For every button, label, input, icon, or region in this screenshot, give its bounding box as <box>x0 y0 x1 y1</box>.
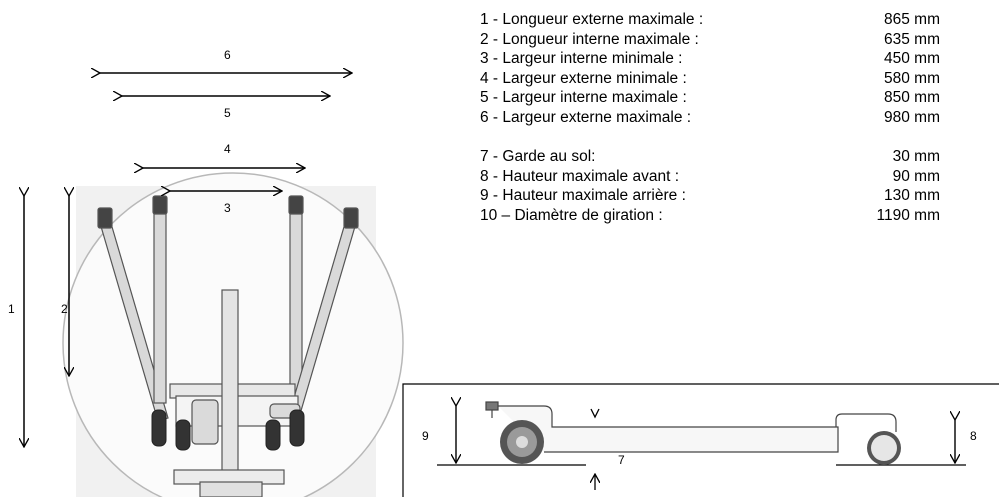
spec-row: 3 - Largeur interne minimale : 450 mm <box>480 49 950 69</box>
spec-label: 7 - Garde au sol: <box>480 148 596 165</box>
spec-row: 5 - Largeur interne maximale : 850 mm <box>480 88 950 108</box>
spec-value: 850 mm <box>884 89 940 106</box>
spec-label: 8 - Hauteur maximale avant : <box>480 167 680 185</box>
spec-label: 1 - Longueur externe maximale : <box>480 11 704 28</box>
spec-value: 980 mm <box>884 108 940 126</box>
spec-row: 9 - Hauteur maximale arrière : 130 mm <box>480 186 950 206</box>
side-view-frame <box>402 383 999 497</box>
spec-value: 30 mm <box>892 148 940 165</box>
spec-row: 2 - Longueur interne maximale : 635 mm <box>480 30 950 50</box>
dim-3-label: 3 <box>224 201 231 215</box>
rear-wheel <box>500 420 544 464</box>
side-view-base <box>485 401 897 453</box>
spec-row: 6 - Largeur externe maximale : 980 mm <box>480 108 950 128</box>
spec-value: 1190 mm <box>876 206 940 224</box>
dim-6-label: 6 <box>224 48 231 62</box>
spec-label: 6 - Largeur externe maximale : <box>480 108 692 126</box>
dim-5-label: 5 <box>224 106 231 120</box>
dim-9-label: 9 <box>422 429 429 443</box>
dim-1-label: 1 <box>8 302 15 316</box>
spec-label: 9 - Hauteur maximale arrière : <box>480 187 686 204</box>
spec-value: 90 mm <box>892 167 940 185</box>
spec-row: 4 - Largeur externe minimale : 580 mm <box>480 69 950 89</box>
spec-value: 130 mm <box>884 187 940 204</box>
spec-value: 865 mm <box>884 11 940 28</box>
dim-7-arrow-top <box>590 408 600 419</box>
side-view-diagram: 9 8 7 <box>402 383 999 497</box>
spec-row: 1 - Longueur externe maximale : 865 mm <box>480 10 950 30</box>
spec-row: 8 - Hauteur maximale avant : 90 mm <box>480 167 950 187</box>
dim-7-label: 7 <box>618 453 625 467</box>
spec-label: 4 - Largeur externe minimale : <box>480 69 687 87</box>
spec-label: 10 – Diamètre de giration : <box>480 206 663 224</box>
spec-label: 5 - Largeur interne maximale : <box>480 89 687 106</box>
dim-8-label: 8 <box>970 429 977 443</box>
spec-value: 450 mm <box>884 50 940 67</box>
spec-label: 3 - Largeur interne minimale : <box>480 50 683 67</box>
dim-2-label: 2 <box>61 302 68 316</box>
spec-value: 635 mm <box>884 30 940 48</box>
dim-4-label: 4 <box>224 142 231 156</box>
spec-row: 10 – Diamètre de giration : 1190 mm <box>480 206 950 226</box>
front-wheel <box>867 431 901 465</box>
clearance-spec-group: 7 - Garde au sol: 30 mm 8 - Hauteur maxi… <box>480 147 950 225</box>
spec-label: 2 - Longueur interne maximale : <box>480 30 699 48</box>
spec-row: 7 - Garde au sol: 30 mm <box>480 147 950 167</box>
lift-casters <box>151 409 305 451</box>
spec-value: 580 mm <box>884 69 940 87</box>
lift-legs <box>97 195 359 422</box>
spec-list: 1 - Longueur externe maximale : 865 mm 2… <box>480 10 950 225</box>
dimension-spec-group: 1 - Longueur externe maximale : 865 mm 2… <box>480 10 950 127</box>
